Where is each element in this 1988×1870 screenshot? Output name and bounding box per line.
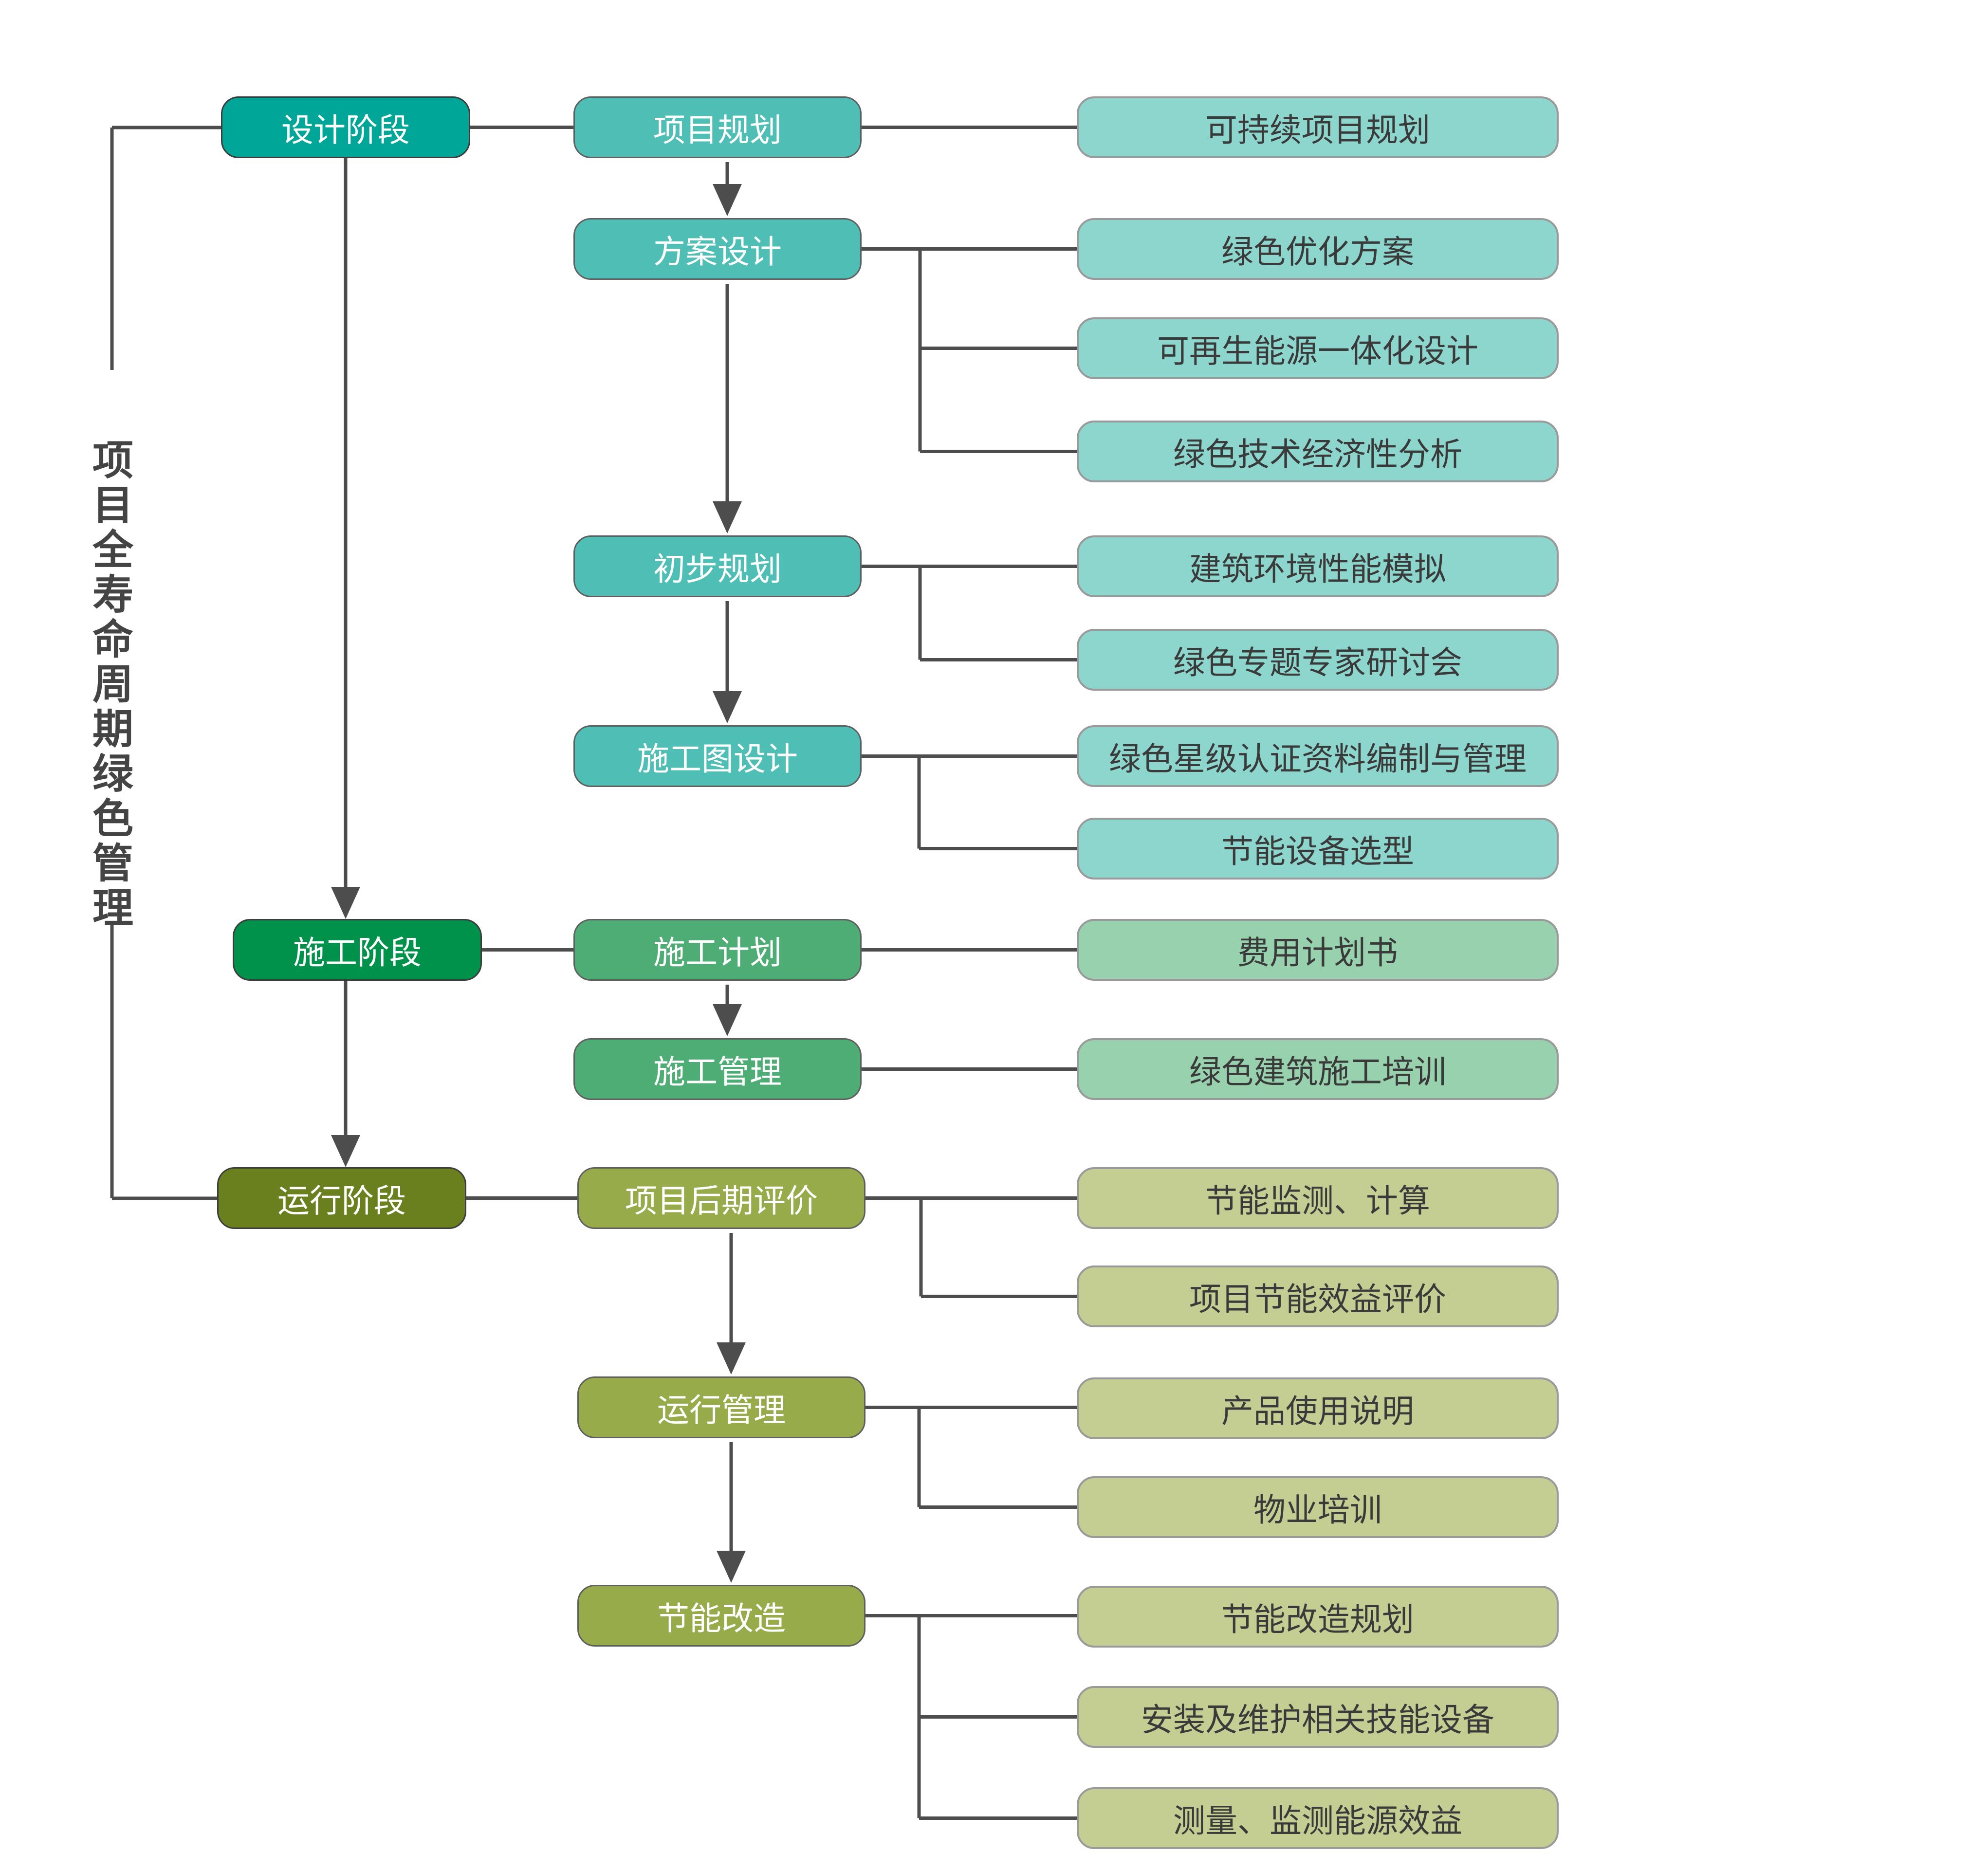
item-operation-2-1: 安装及维护相关技能设备 xyxy=(1077,1686,1559,1748)
item-operation-2-0: 节能改造规划 xyxy=(1077,1586,1559,1648)
item-design-0-0-label: 可持续项目规划 xyxy=(1205,111,1430,149)
item-operation-0-0: 节能监测、计算 xyxy=(1077,1167,1559,1229)
phase-operation-label: 运行阶段 xyxy=(277,1182,406,1220)
diagram-title: 项目全寿命周期绿色管理 xyxy=(92,437,133,932)
step-design-0-label: 项目规划 xyxy=(653,111,782,149)
item-operation-1-1: 物业培训 xyxy=(1077,1476,1559,1538)
item-operation-2-0-label: 节能改造规划 xyxy=(1221,1600,1414,1638)
item-design-1-0-label: 绿色优化方案 xyxy=(1221,233,1414,271)
item-design-0-0: 可持续项目规划 xyxy=(1077,96,1559,158)
step-construction-0: 施工计划 xyxy=(573,919,862,981)
item-operation-1-0-label: 产品使用说明 xyxy=(1221,1392,1414,1430)
step-design-3: 施工图设计 xyxy=(573,725,862,787)
item-operation-2-1-label: 安装及维护相关技能设备 xyxy=(1141,1701,1494,1739)
step-operation-0: 项目后期评价 xyxy=(577,1167,865,1229)
step-design-0: 项目规划 xyxy=(573,96,862,158)
step-operation-0-label: 项目后期评价 xyxy=(625,1182,818,1220)
item-construction-1-0: 绿色建筑施工培训 xyxy=(1077,1038,1559,1100)
item-design-1-1-label: 可再生能源一体化设计 xyxy=(1157,332,1478,370)
item-operation-1-1-label: 物业培训 xyxy=(1253,1491,1382,1529)
item-construction-1-0-label: 绿色建筑施工培训 xyxy=(1189,1053,1446,1091)
arrow-step-operation-1-arrowhead xyxy=(717,1551,746,1583)
item-design-2-1-label: 绿色专题专家研讨会 xyxy=(1173,643,1462,681)
phase-construction-label: 施工阶段 xyxy=(293,934,422,972)
arrow-step-design-0-arrowhead xyxy=(713,184,742,216)
item-design-2-0: 建筑环境性能模拟 xyxy=(1077,535,1559,597)
item-design-2-0-label: 建筑环境性能模拟 xyxy=(1189,550,1446,588)
step-construction-1: 施工管理 xyxy=(573,1038,862,1100)
item-design-2-1: 绿色专题专家研讨会 xyxy=(1077,629,1559,691)
arrow-step-design-1-arrowhead xyxy=(713,501,742,533)
step-operation-1: 运行管理 xyxy=(577,1376,865,1438)
item-operation-2-2: 测量、监测能源效益 xyxy=(1077,1787,1559,1849)
step-operation-2-label: 节能改造 xyxy=(657,1599,786,1637)
item-design-3-0-label: 绿色星级认证资料编制与管理 xyxy=(1109,740,1527,778)
item-design-3-0: 绿色星级认证资料编制与管理 xyxy=(1077,725,1559,787)
step-operation-1-label: 运行管理 xyxy=(657,1391,786,1429)
arrow-design-to-construction-arrowhead xyxy=(331,887,360,919)
step-construction-0-label: 施工计划 xyxy=(653,934,782,972)
step-design-1: 方案设计 xyxy=(573,218,862,280)
item-construction-0-0: 费用计划书 xyxy=(1077,919,1559,981)
arrow-step-design-2-arrowhead xyxy=(713,691,742,723)
item-design-1-1: 可再生能源一体化设计 xyxy=(1077,317,1559,379)
step-operation-2: 节能改造 xyxy=(577,1585,865,1647)
step-design-2-label: 初步规划 xyxy=(653,550,782,588)
step-design-2: 初步规划 xyxy=(573,535,862,597)
step-construction-1-label: 施工管理 xyxy=(653,1053,782,1091)
item-operation-0-1: 项目节能效益评价 xyxy=(1077,1265,1559,1327)
item-design-1-2: 绿色技术经济性分析 xyxy=(1077,421,1559,482)
item-design-3-1-label: 节能设备选型 xyxy=(1221,832,1414,870)
phase-operation: 运行阶段 xyxy=(217,1167,466,1229)
item-operation-1-0: 产品使用说明 xyxy=(1077,1377,1559,1439)
item-operation-0-1-label: 项目节能效益评价 xyxy=(1189,1280,1446,1318)
phase-construction: 施工阶段 xyxy=(233,919,482,981)
item-operation-0-0-label: 节能监测、计算 xyxy=(1205,1182,1430,1220)
item-construction-0-0-label: 费用计划书 xyxy=(1237,934,1398,972)
step-design-3-label: 施工图设计 xyxy=(637,740,798,778)
arrow-step-operation-0-arrowhead xyxy=(717,1342,746,1375)
arrow-step-construction-0-arrowhead xyxy=(713,1004,742,1036)
step-design-1-label: 方案设计 xyxy=(653,233,782,271)
item-operation-2-2-label: 测量、监测能源效益 xyxy=(1173,1802,1462,1840)
phase-design-label: 设计阶段 xyxy=(281,111,410,149)
item-design-1-2-label: 绿色技术经济性分析 xyxy=(1173,435,1462,473)
phase-design: 设计阶段 xyxy=(221,96,470,158)
item-design-3-1: 节能设备选型 xyxy=(1077,818,1559,880)
arrow-construction-to-operation-arrowhead xyxy=(331,1135,360,1167)
item-design-1-0: 绿色优化方案 xyxy=(1077,218,1559,280)
